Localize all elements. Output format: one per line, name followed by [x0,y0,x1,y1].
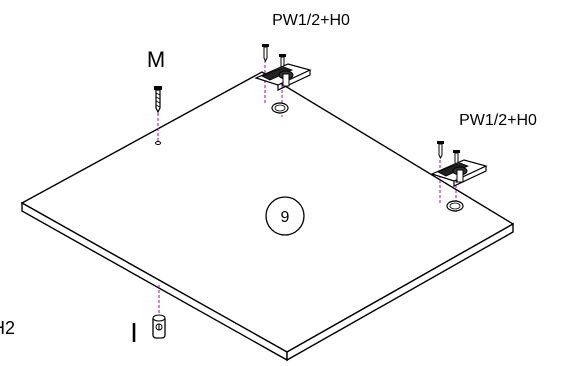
screw-hole [155,141,161,145]
screw-icon [262,44,269,63]
hinge-icon [254,63,312,91]
dowel-label: I [130,317,138,348]
panel-number-circle [265,196,305,236]
panel-number: 9 [281,209,290,226]
screw-m: M [147,47,165,145]
hinge-right-label: PW1/2+H0 [459,112,537,129]
panel-number-badge: 9 [265,196,305,236]
screw-icon [437,141,444,160]
dowel-i: I [130,285,166,348]
panel-side-edge [286,222,514,362]
hinge-top: PW1/2+H0 [254,12,350,117]
screw-label: M [147,47,165,72]
hinge-top-label: PW1/2+H0 [272,12,350,29]
screw-icon [154,86,162,114]
hinge-icon [430,159,488,187]
hinge-right: PW1/2+H0 [430,112,537,212]
cam-dowel-icon [152,314,166,339]
left-partial-label: H2 [0,318,15,338]
